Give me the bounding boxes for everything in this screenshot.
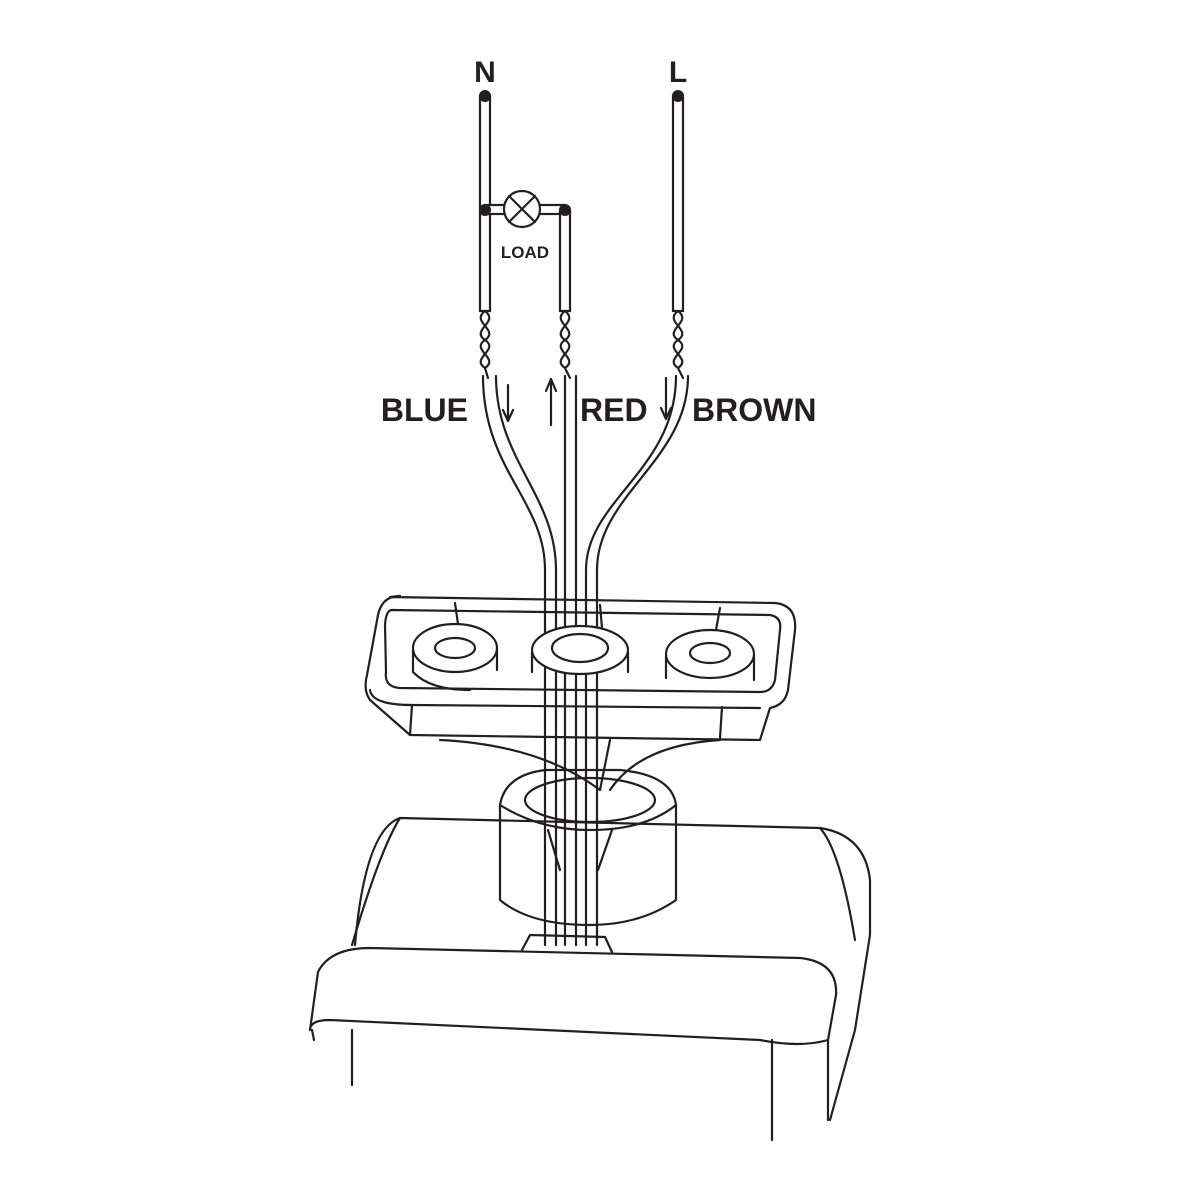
terminal-block <box>364 594 797 792</box>
current-arrows <box>501 376 673 427</box>
red-wire-label: RED <box>580 392 648 428</box>
cable-gland <box>498 768 678 927</box>
arrow-down-icon <box>659 376 673 421</box>
load-branch <box>479 189 572 313</box>
brown-cable <box>584 374 678 947</box>
brown-wire-label: BROWN <box>692 392 816 428</box>
terminal-l-dot <box>672 90 684 102</box>
arrow-down-icon <box>501 383 515 423</box>
neutral-supply-wire <box>478 90 492 313</box>
blue-wire-label: BLUE <box>381 392 468 428</box>
terminal-n-label: N <box>474 56 496 89</box>
lamp-icon <box>502 189 542 229</box>
terminal-n-dot <box>479 90 491 102</box>
device-housing <box>308 816 872 1142</box>
load-label: LOAD <box>501 243 549 262</box>
twist-connectors <box>479 309 685 380</box>
cables <box>481 374 690 947</box>
arrow-up-icon <box>544 377 558 427</box>
terminal-l-label: L <box>669 56 687 89</box>
live-supply-wire <box>671 90 685 313</box>
blue-cable <box>481 374 547 947</box>
